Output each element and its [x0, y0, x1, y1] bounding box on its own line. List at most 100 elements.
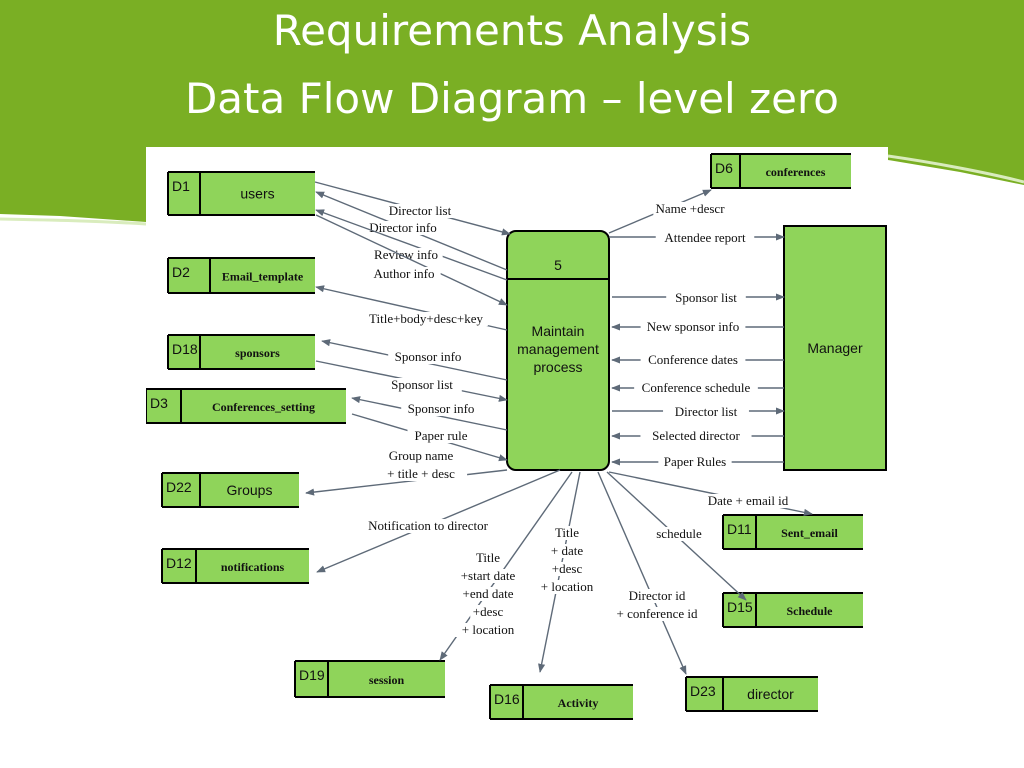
data-store-d6: D6 conferences: [710, 153, 851, 189]
store-name: conferences: [766, 165, 826, 179]
entity-name: Manager: [807, 340, 863, 356]
process-box: [506, 230, 610, 471]
flow-label: Conference schedule: [642, 380, 751, 395]
flow-22: Conference schedule: [611, 380, 784, 395]
store-id: D22: [166, 479, 192, 495]
flow-11: Notification to director: [316, 469, 561, 573]
store-id: D16: [494, 691, 520, 707]
flow-label: + location: [541, 579, 594, 594]
flow-9: Paper rule: [351, 413, 508, 462]
flow-label: New sponsor info: [647, 319, 739, 334]
store-id: D15: [727, 599, 753, 615]
store-id: D2: [172, 264, 190, 280]
store-box: [686, 677, 818, 711]
store-box: [162, 549, 309, 583]
flow-10: Group name + title + desc: [305, 448, 508, 496]
header-background: [0, 0, 1024, 226]
store-box: [162, 473, 299, 507]
flow-arrow: [305, 469, 508, 496]
process-name-line: process: [533, 359, 582, 375]
flow-24: Selected director: [611, 428, 784, 443]
store-name: Sent_email: [781, 526, 838, 540]
data-store-d11: D11 Sent_email: [722, 514, 863, 550]
store-id: D19: [299, 667, 325, 683]
flow-label: + conference id: [617, 606, 698, 621]
store-name: session: [369, 673, 405, 687]
flow-8: Sponsor info: [351, 396, 508, 431]
flow-label: Sponsor list: [391, 377, 453, 392]
flow-25: Paper Rules: [611, 454, 784, 469]
flow-label: schedule: [656, 526, 702, 541]
store-box: [168, 258, 315, 293]
flow-label: Sponsor info: [395, 349, 462, 364]
flow-label: +desc: [473, 604, 504, 619]
process-name-line: Maintain: [532, 323, 585, 339]
data-store-d23: D23 director: [685, 676, 818, 712]
store-name: Conferences_setting: [212, 400, 315, 414]
flow-label: Paper Rules: [664, 454, 726, 469]
flow-15: schedule: [606, 471, 747, 601]
store-box: [146, 389, 346, 423]
flow-label: Director id: [629, 588, 686, 603]
store-id: D11: [727, 521, 752, 537]
store-name: director: [747, 686, 794, 702]
flow-label: +desc: [552, 561, 583, 576]
flow-label: Notification to director: [368, 518, 489, 533]
data-store-d16: D16 Activity: [489, 684, 633, 720]
data-store-d12: D12 notifications: [161, 548, 309, 584]
flow-label: +end date: [462, 586, 513, 601]
flow-label: Review info: [374, 247, 438, 262]
flow-label: +start date: [461, 568, 516, 583]
flow-4: Author info: [315, 214, 508, 306]
flow-label: Attendee report: [664, 230, 746, 245]
data-store-d2: D2 Email_template: [167, 257, 315, 294]
flow-label: + location: [462, 622, 515, 637]
store-name: Activity: [558, 696, 599, 710]
flow-arrow: [315, 209, 508, 281]
flow-13: Title+ date+desc+ location: [533, 471, 601, 673]
slide-title-line-1: Requirements Analysis: [272, 6, 752, 55]
flow-label: Director list: [389, 203, 452, 218]
flow-label: Director info: [369, 220, 437, 235]
flow-20: New sponsor info: [611, 319, 784, 334]
flow-23: Director list: [612, 404, 785, 419]
flow-label: Title: [555, 525, 579, 540]
flow-label: + title + desc: [387, 466, 455, 481]
store-name: users: [240, 186, 274, 202]
flow-label: Title+body+desc+key: [369, 311, 483, 326]
flow-18: Attendee report: [609, 230, 785, 245]
store-box: [723, 515, 863, 549]
store-name: Email_template: [222, 270, 304, 284]
flow-label: Title: [476, 550, 500, 565]
store-box: [711, 154, 851, 188]
flow-17: Name +descr: [608, 189, 727, 234]
store-name: notifications: [221, 560, 285, 574]
store-id: D23: [690, 683, 716, 699]
flow-label: Director list: [675, 404, 738, 419]
flow-label: Date + email id: [708, 493, 789, 508]
flow-7: Sponsor list: [315, 360, 508, 402]
store-id: D6: [715, 160, 733, 176]
flow-label: Author info: [373, 266, 434, 281]
flow-label: Selected director: [652, 428, 740, 443]
store-box: [490, 685, 633, 719]
data-store-d22: D22 Groups: [161, 472, 299, 508]
flow-12: Title +start date +end date +desc + location: [439, 471, 573, 661]
flow-label: Sponsor list: [675, 290, 737, 305]
store-id: D12: [166, 555, 192, 571]
flow-arrow: [315, 214, 508, 306]
store-name: Groups: [227, 482, 273, 498]
flow-arrow: [597, 471, 687, 675]
flow-label: Name +descr: [655, 201, 725, 216]
store-id: D18: [172, 341, 198, 357]
flow-label: Paper rule: [414, 428, 467, 443]
flow-label: Group name: [389, 448, 454, 463]
flow-16: Date + email id: [608, 471, 813, 516]
flow-21: Conference dates: [611, 352, 784, 367]
